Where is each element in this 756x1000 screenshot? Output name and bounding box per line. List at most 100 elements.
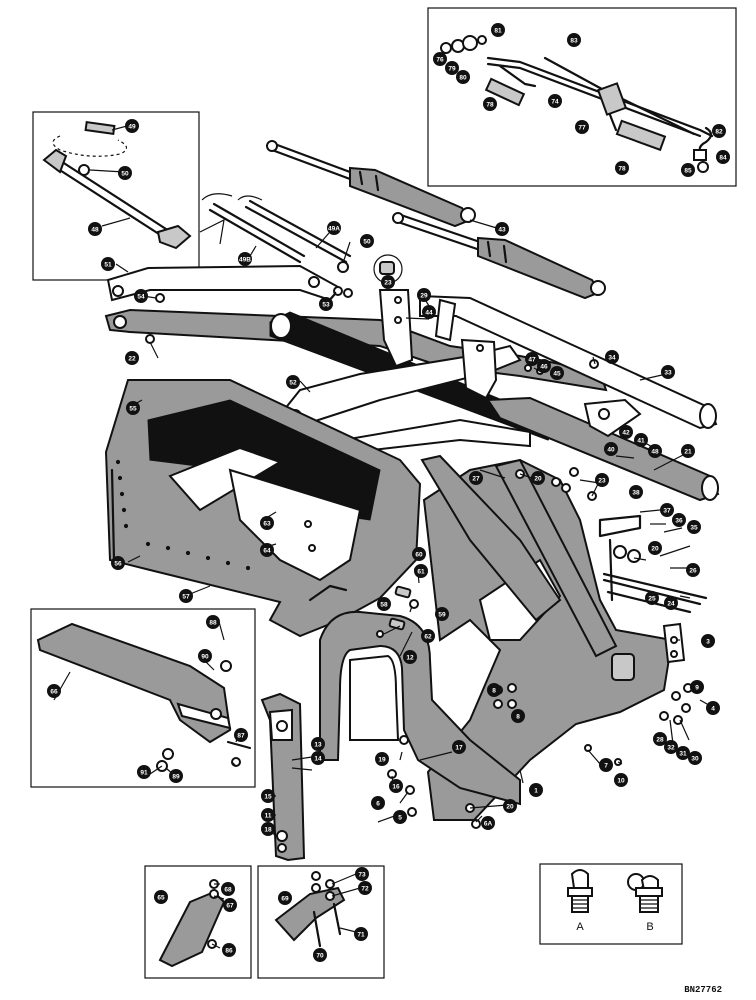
callout-13: 13 — [311, 737, 325, 751]
callout-54: 54 — [134, 289, 148, 303]
svg-text:82: 82 — [715, 129, 723, 136]
fitting-label-a: A — [576, 921, 584, 933]
svg-text:24: 24 — [667, 601, 675, 608]
callout-44: 44 — [422, 305, 436, 319]
svg-text:43: 43 — [498, 227, 506, 234]
svg-text:32: 32 — [667, 745, 675, 752]
callout-4: 4 — [706, 701, 720, 715]
callout-35: 35 — [687, 520, 701, 534]
svg-text:52: 52 — [289, 380, 297, 387]
callout-63: 63 — [260, 516, 274, 530]
svg-text:70: 70 — [316, 953, 324, 960]
inset-frame-tooth-right — [257, 865, 385, 979]
callout-76: 76 — [433, 52, 447, 66]
callout-82: 82 — [712, 124, 726, 138]
callout-69: 69 — [278, 891, 292, 905]
callout-49: 49 — [125, 119, 139, 133]
callout-22: 22 — [125, 351, 139, 365]
svg-text:35: 35 — [690, 525, 698, 532]
callout-48: 48 — [88, 222, 102, 236]
callout-83: 83 — [567, 33, 581, 47]
callout-18: 18 — [261, 822, 275, 836]
svg-text:91: 91 — [140, 770, 148, 777]
svg-text:10: 10 — [617, 778, 625, 785]
callout-7: 7 — [599, 758, 613, 772]
svg-text:27: 27 — [472, 476, 480, 483]
svg-text:17: 17 — [455, 745, 463, 752]
svg-text:77: 77 — [578, 125, 586, 132]
svg-text:14: 14 — [314, 756, 322, 763]
callout-9: 9 — [690, 680, 704, 694]
svg-text:33: 33 — [664, 370, 672, 377]
callout-60: 60 — [412, 547, 426, 561]
callout-80: 80 — [456, 70, 470, 84]
callout-20-b: 20 — [503, 799, 517, 813]
rods-49 — [199, 193, 352, 273]
svg-text:8: 8 — [492, 688, 496, 695]
callout-77: 77 — [575, 120, 589, 134]
callout-89: 89 — [169, 769, 183, 783]
callout-71: 71 — [354, 927, 368, 941]
callout-5: 5 — [393, 810, 407, 824]
svg-text:37: 37 — [663, 508, 671, 515]
svg-text:56: 56 — [114, 561, 122, 568]
svg-text:66: 66 — [50, 689, 58, 696]
svg-text:29: 29 — [420, 293, 428, 300]
svg-text:50: 50 — [363, 239, 371, 246]
svg-text:34: 34 — [608, 355, 616, 362]
tooth-65 — [158, 879, 226, 968]
callout-57: 57 — [179, 589, 193, 603]
svg-text:54: 54 — [137, 294, 145, 301]
callout-16: 16 — [389, 779, 403, 793]
svg-text:31: 31 — [679, 751, 687, 758]
svg-text:83: 83 — [570, 38, 578, 45]
svg-text:86: 86 — [225, 948, 233, 955]
callout-15: 15 — [261, 789, 275, 803]
callout-12: 12 — [403, 650, 417, 664]
callout-1: 1 — [529, 783, 543, 797]
svg-text:88: 88 — [209, 620, 217, 627]
callout-10: 10 — [614, 773, 628, 787]
callout-31: 31 — [676, 746, 690, 760]
svg-text:58: 58 — [380, 602, 388, 609]
svg-text:30: 30 — [691, 756, 699, 763]
callout-58: 58 — [377, 597, 391, 611]
svg-text:20: 20 — [651, 546, 659, 553]
svg-text:1: 1 — [534, 788, 538, 795]
svg-text:87: 87 — [237, 733, 245, 740]
svg-text:8: 8 — [516, 714, 520, 721]
callout-6: 6 — [371, 796, 385, 810]
fitting-label-b: B — [646, 921, 653, 933]
callout-47: 47 — [525, 352, 539, 366]
svg-text:65: 65 — [157, 895, 165, 902]
callout-79: 79 — [445, 61, 459, 75]
svg-text:12: 12 — [406, 655, 414, 662]
svg-text:19: 19 — [378, 757, 386, 764]
callout-74: 74 — [548, 94, 562, 108]
svg-text:5: 5 — [398, 815, 402, 822]
grease-fitting-b: B — [627, 873, 663, 933]
callout-49a: 49A — [327, 221, 341, 235]
callout-81: 81 — [491, 23, 505, 37]
svg-text:38: 38 — [632, 490, 640, 497]
svg-text:67: 67 — [226, 903, 234, 910]
svg-text:84: 84 — [719, 155, 727, 162]
callout-53: 53 — [319, 297, 333, 311]
svg-text:45: 45 — [553, 371, 561, 378]
callout-51: 51 — [101, 257, 115, 271]
svg-text:44: 44 — [425, 310, 433, 317]
svg-text:85: 85 — [684, 168, 692, 175]
svg-text:50: 50 — [121, 171, 129, 178]
svg-text:21: 21 — [684, 449, 692, 456]
callout-55: 55 — [126, 401, 140, 415]
callout-33: 33 — [661, 365, 675, 379]
callout-19: 19 — [375, 752, 389, 766]
callout-32: 32 — [664, 740, 678, 754]
svg-text:74: 74 — [551, 99, 559, 106]
callout-29: 29 — [417, 288, 431, 302]
curved-bracket — [319, 610, 521, 806]
svg-text:68: 68 — [224, 887, 232, 894]
tooth-69 — [274, 871, 346, 948]
callout-14: 14 — [311, 751, 325, 765]
